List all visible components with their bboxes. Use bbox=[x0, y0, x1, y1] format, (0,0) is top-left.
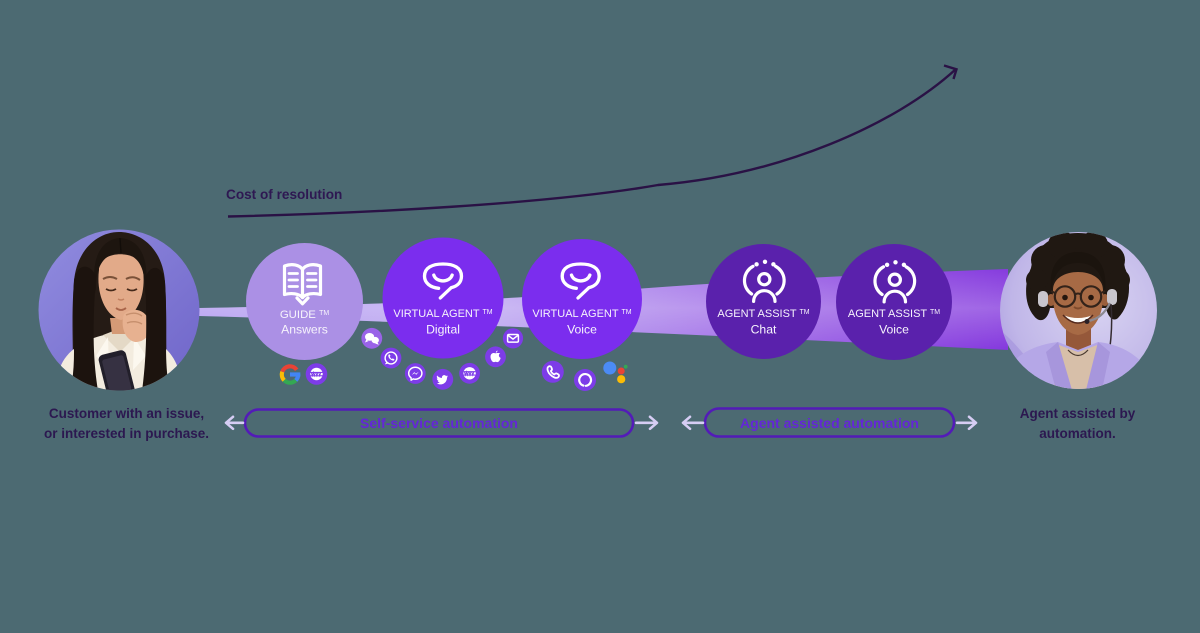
svg-text:Cost of resolution: Cost of resolution bbox=[226, 187, 342, 202]
svg-text:Self-service automation: Self-service automation bbox=[360, 415, 518, 431]
svg-text:AGENT ASSIST TM: AGENT ASSIST TM bbox=[717, 308, 809, 320]
svg-text:Chat: Chat bbox=[751, 323, 777, 337]
svg-text:Customer with an issue,: Customer with an issue, bbox=[49, 406, 204, 421]
svg-text:Answers: Answers bbox=[281, 323, 328, 337]
svg-text:or interested in purchase.: or interested in purchase. bbox=[44, 426, 209, 441]
svg-text:GUIDE TM: GUIDE TM bbox=[280, 309, 330, 321]
svg-text:Agent assisted automation: Agent assisted automation bbox=[740, 415, 919, 431]
svg-text:Digital: Digital bbox=[426, 323, 460, 337]
svg-text:AGENT ASSIST TM: AGENT ASSIST TM bbox=[848, 308, 940, 320]
svg-text:automation.: automation. bbox=[1039, 426, 1116, 441]
svg-text:VIRTUAL AGENT TM: VIRTUAL AGENT TM bbox=[532, 308, 631, 320]
svg-text:VIRTUAL AGENT TM: VIRTUAL AGENT TM bbox=[393, 308, 492, 320]
svg-text:Voice: Voice bbox=[879, 323, 909, 337]
svg-text:Agent assisted by: Agent assisted by bbox=[1020, 406, 1136, 421]
svg-text:Voice: Voice bbox=[567, 323, 597, 337]
